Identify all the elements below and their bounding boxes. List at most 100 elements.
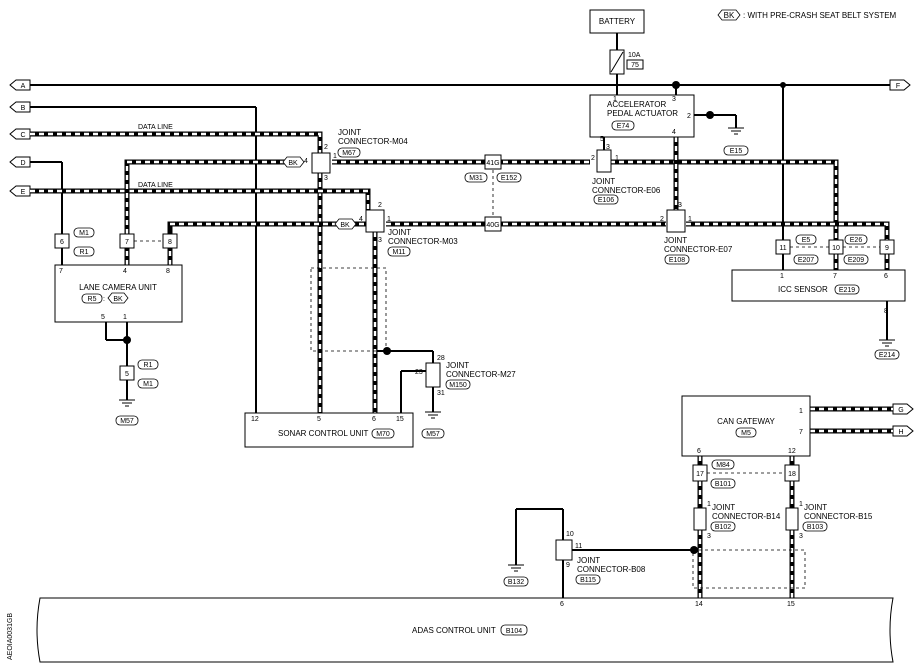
svg-text:M67: M67 <box>342 150 356 157</box>
svg-text:E: E <box>21 189 26 196</box>
lane-camera-unit: 6 7 8 M1 R1 7 4 8 LANE CAMERA UNIT R5 : … <box>54 227 183 323</box>
svg-text:B115: B115 <box>580 577 596 584</box>
svg-text:11: 11 <box>779 245 786 252</box>
svg-text:4: 4 <box>123 268 127 275</box>
fuse-amp: 10A <box>628 52 641 59</box>
svg-text:6: 6 <box>60 239 64 246</box>
svg-text:8: 8 <box>168 239 172 246</box>
connector-m84: 17 18 M84 B101 <box>692 459 800 489</box>
svg-text:M11: M11 <box>392 249 405 256</box>
svg-text:BK: BK <box>340 222 350 229</box>
svg-text:3: 3 <box>678 202 682 209</box>
svg-text:M1: M1 <box>79 230 89 237</box>
svg-text:H: H <box>898 429 903 436</box>
terminal-f: F <box>889 79 911 91</box>
svg-text:2: 2 <box>378 202 382 209</box>
svg-text:JOINT: JOINT <box>388 228 411 237</box>
svg-text:R5: R5 <box>88 296 97 303</box>
svg-text:B104: B104 <box>506 628 522 635</box>
svg-text:JOINT: JOINT <box>577 556 600 565</box>
svg-text:12: 12 <box>251 416 259 423</box>
svg-text:2: 2 <box>324 144 328 151</box>
svg-text:CONNECTOR-M03: CONNECTOR-M03 <box>388 237 458 246</box>
svg-text:8: 8 <box>884 308 888 315</box>
svg-text:CONNECTOR-E07: CONNECTOR-E07 <box>664 245 733 254</box>
svg-text:2: 2 <box>687 113 691 120</box>
svg-text:1: 1 <box>387 216 391 223</box>
svg-text:6: 6 <box>560 601 564 608</box>
joint-connector-e06: 3 2 1 5 JOINT CONNECTOR-E06 E106 <box>591 136 661 205</box>
svg-text:CONNECTOR-E06: CONNECTOR-E06 <box>592 186 661 195</box>
svg-text:6: 6 <box>697 448 701 455</box>
fuse: 10A 75 <box>609 49 644 75</box>
svg-text:B102: B102 <box>715 524 731 531</box>
svg-text:11: 11 <box>575 543 582 550</box>
data-line-label-2: DATA LINE <box>138 182 173 189</box>
terminal-d: D <box>9 156 31 168</box>
svg-text:E207: E207 <box>798 257 814 264</box>
svg-text:M31: M31 <box>469 175 483 182</box>
joint-connector-b15: 1 3 JOINT CONNECTOR-B15 B103 <box>785 501 873 540</box>
fuse-num: 75 <box>631 62 639 69</box>
svg-text:B132: B132 <box>508 579 524 586</box>
svg-text:10: 10 <box>566 531 574 538</box>
svg-text:1: 1 <box>688 216 692 223</box>
svg-text:1: 1 <box>123 314 127 321</box>
legend: BK : WITH PRE-CRASH SEAT BELT SYSTEM <box>717 9 897 21</box>
svg-text:CAN GATEWAY: CAN GATEWAY <box>717 417 775 426</box>
svg-text:ICC SENSOR: ICC SENSOR <box>778 285 828 294</box>
battery: BATTERY <box>589 9 645 34</box>
svg-text:B: B <box>21 105 26 112</box>
ground-m57-lane: R1 5 M1 M57 <box>115 359 159 426</box>
svg-text:ACCELERATOR: ACCELERATOR <box>607 100 666 109</box>
svg-text:7: 7 <box>59 268 63 275</box>
terminal-e: E <box>9 185 31 197</box>
svg-text:E209: E209 <box>848 257 864 264</box>
svg-text:18: 18 <box>788 471 796 478</box>
svg-text:CONNECTOR-B08: CONNECTOR-B08 <box>577 565 646 574</box>
terminal-h: H <box>892 425 914 437</box>
svg-text:1: 1 <box>613 96 617 103</box>
svg-text:17: 17 <box>696 471 704 478</box>
connector-40g: 40G <box>484 216 502 232</box>
svg-text:4: 4 <box>672 129 676 136</box>
svg-text:BK: BK <box>288 160 298 167</box>
solid-wires <box>30 84 890 598</box>
svg-text:B101: B101 <box>715 481 731 488</box>
shield-box-sonar <box>310 267 387 352</box>
svg-text:SONAR CONTROL UNIT: SONAR CONTROL UNIT <box>278 429 368 438</box>
terminal-g: G <box>892 403 914 415</box>
svg-text:5: 5 <box>101 314 105 321</box>
svg-text:M57: M57 <box>426 431 440 438</box>
svg-text:F: F <box>896 83 900 90</box>
svg-text:CONNECTOR-M27: CONNECTOR-M27 <box>446 370 516 379</box>
ground-b132: B132 <box>503 564 529 587</box>
svg-text:8: 8 <box>166 268 170 275</box>
svg-text:LANE CAMERA UNIT: LANE CAMERA UNIT <box>79 283 157 292</box>
svg-text:JOINT: JOINT <box>804 503 827 512</box>
svg-text:E219: E219 <box>839 287 855 294</box>
svg-text:9: 9 <box>885 245 889 252</box>
svg-text:BK: BK <box>113 296 123 303</box>
svg-text:1: 1 <box>799 408 803 415</box>
svg-text:ADAS CONTROL UNIT: ADAS CONTROL UNIT <box>412 626 496 635</box>
adas-control-unit: 6 14 15 ADAS CONTROL UNIT B104 <box>36 597 894 663</box>
svg-text:M5: M5 <box>741 430 751 437</box>
svg-text:40G: 40G <box>486 222 499 229</box>
svg-text:15: 15 <box>787 601 795 608</box>
svg-text:3: 3 <box>707 533 711 540</box>
svg-text:JOINT: JOINT <box>712 503 735 512</box>
figure-id: AEOIA0031GB <box>7 613 14 660</box>
can-gateway: CAN GATEWAY M5 1 7 6 12 <box>681 395 811 457</box>
svg-text:E108: E108 <box>669 257 685 264</box>
legend-text: : WITH PRE-CRASH SEAT BELT SYSTEM <box>743 11 897 20</box>
svg-text:4: 4 <box>304 158 308 165</box>
svg-text:E74: E74 <box>617 123 630 130</box>
svg-text:E5: E5 <box>802 237 811 244</box>
svg-text:3: 3 <box>324 175 328 182</box>
joint-connector-e07: 3 2 1 JOINT CONNECTOR-E07 E108 <box>660 202 733 265</box>
svg-text:R1: R1 <box>80 249 89 256</box>
terminal-b: B <box>9 101 31 113</box>
svg-text:JOINT: JOINT <box>338 128 361 137</box>
